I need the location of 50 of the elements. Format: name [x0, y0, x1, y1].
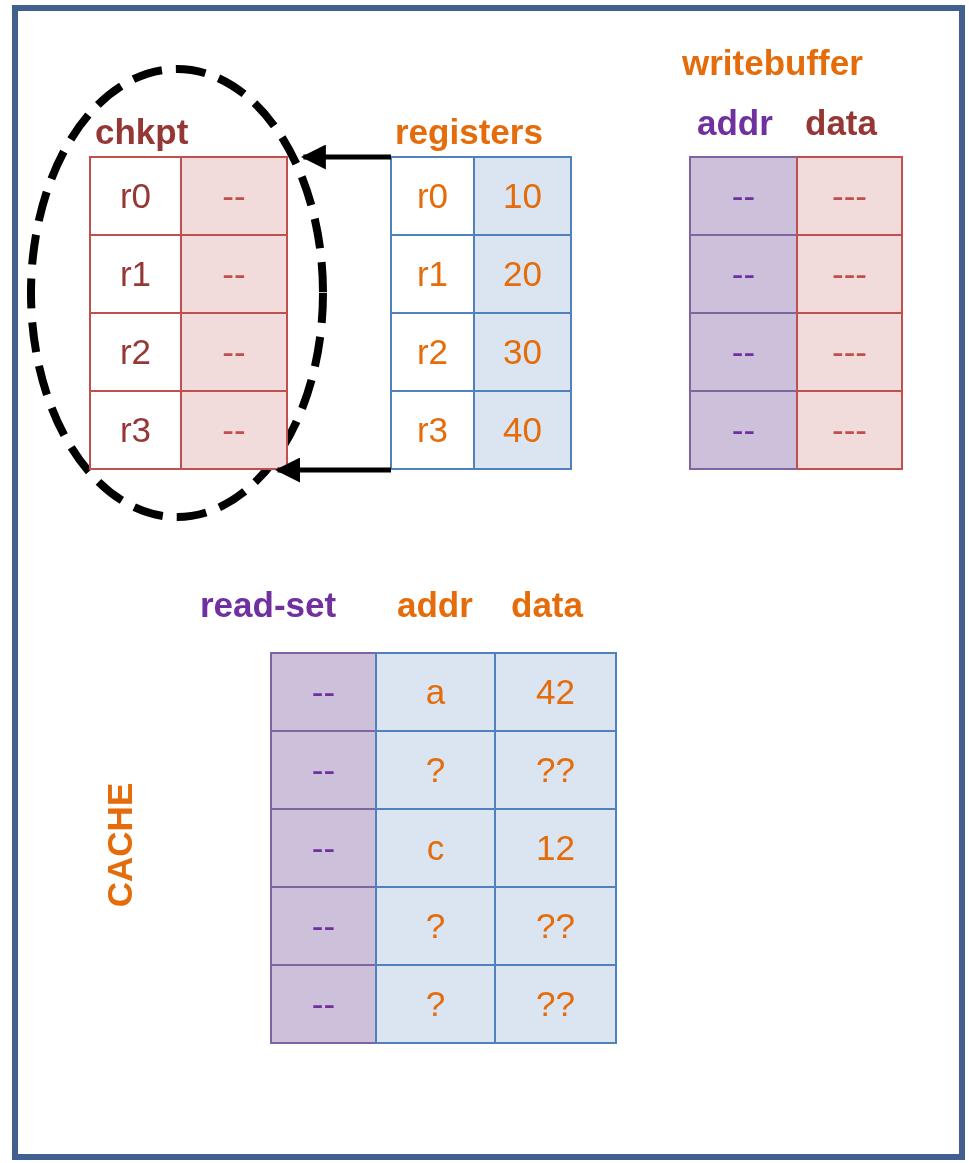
table-cell: --: [690, 313, 797, 391]
table-cell: --: [271, 809, 376, 887]
table-cell: r1: [90, 235, 181, 313]
table-cell: --: [181, 235, 287, 313]
table-cell: r0: [90, 157, 181, 235]
table-cell: ??: [495, 887, 616, 965]
table-cell: --: [690, 391, 797, 469]
table-cell: --: [271, 731, 376, 809]
table-cell: 42: [495, 653, 616, 731]
column-heading: writebuffer: [682, 42, 863, 84]
table-cell: --: [181, 313, 287, 391]
table-cell: --: [690, 235, 797, 313]
table-cell: ?: [376, 965, 495, 1043]
table-cell: --: [271, 887, 376, 965]
table-cell: 20: [474, 235, 571, 313]
table-cell: r1: [391, 235, 474, 313]
column-heading: data: [511, 584, 583, 626]
table-cell: ---: [797, 313, 902, 391]
table-cell: ---: [797, 235, 902, 313]
column-heading: data: [805, 102, 877, 144]
vertical-label: CACHE: [99, 782, 141, 908]
table-cell: --: [181, 391, 287, 469]
table-cell: a: [376, 653, 495, 731]
table-cell: r3: [90, 391, 181, 469]
table-cell: --: [181, 157, 287, 235]
table-cell: r2: [391, 313, 474, 391]
table-heading: chkpt: [95, 111, 189, 153]
table-cell: r3: [391, 391, 474, 469]
table-cell: 30: [474, 313, 571, 391]
table-cell: ---: [797, 157, 902, 235]
table-cell: --: [690, 157, 797, 235]
table-cell: r2: [90, 313, 181, 391]
table-cell: ??: [495, 731, 616, 809]
arrow: [275, 457, 391, 483]
table-cell: --: [271, 965, 376, 1043]
table-cell: ---: [797, 391, 902, 469]
column-heading: addr: [397, 584, 473, 626]
table-cell: 12: [495, 809, 616, 887]
table-cell: ?: [376, 887, 495, 965]
table-cell: 40: [474, 391, 571, 469]
table-cell: 10: [474, 157, 571, 235]
table-cell: ??: [495, 965, 616, 1043]
column-heading: read-set: [200, 584, 337, 626]
table-cell: r0: [391, 157, 474, 235]
table-cell: c: [376, 809, 495, 887]
table-heading: registers: [395, 111, 543, 153]
arrow: [300, 144, 391, 170]
column-heading: addr: [697, 102, 773, 144]
table-cell: ?: [376, 731, 495, 809]
table-cell: --: [271, 653, 376, 731]
